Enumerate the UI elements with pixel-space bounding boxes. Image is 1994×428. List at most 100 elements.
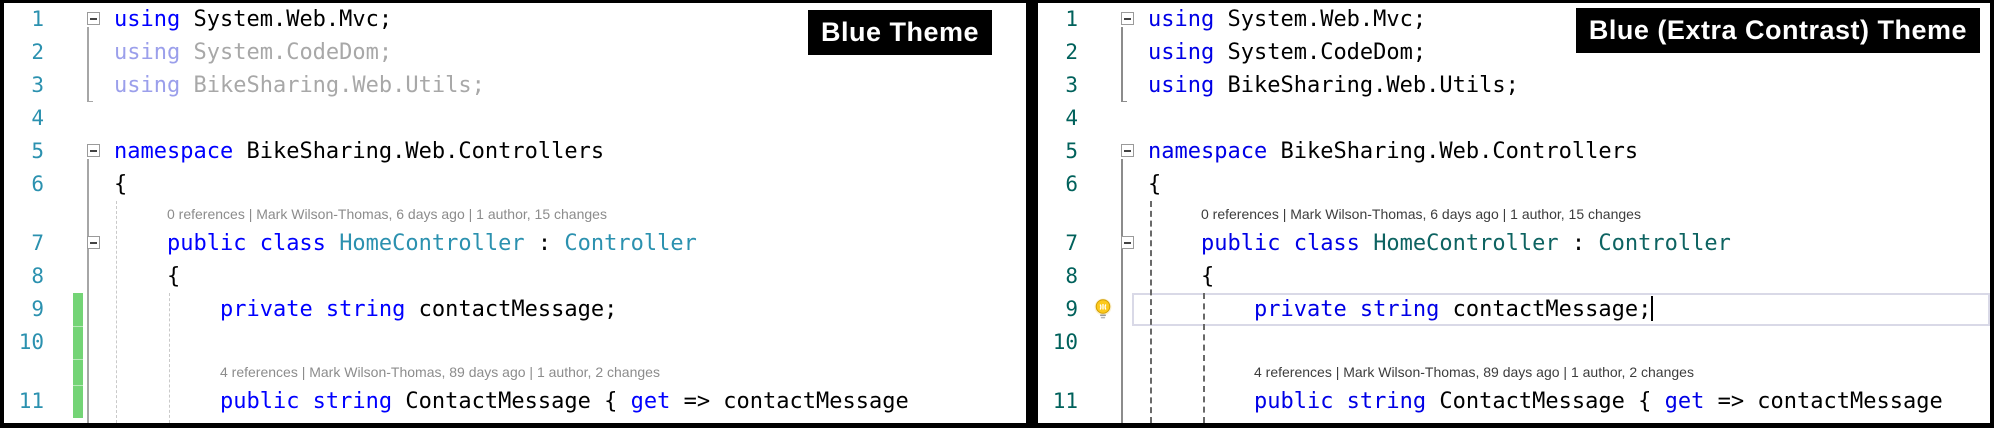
line-number: 1 (1065, 7, 1078, 31)
collapse-toggle-icon[interactable] (1121, 236, 1134, 249)
code-text[interactable]: using System.CodeDom; (106, 36, 1026, 69)
line-number: 6 (31, 172, 44, 196)
code-token: : (524, 231, 565, 256)
code-token: private string (219, 297, 406, 322)
collapse-toggle-icon[interactable] (87, 236, 100, 249)
code-line: 7 public class HomeController : Controll… (4, 227, 1026, 260)
code-text[interactable] (106, 326, 1026, 359)
glyph-margin (50, 69, 84, 102)
code-token: public string (219, 389, 393, 414)
codelens-info[interactable]: 0 references | Mark Wilson-Thomas, 6 day… (1201, 206, 1641, 222)
code-token: HomeController (339, 231, 525, 256)
collapse-toggle-icon[interactable] (87, 12, 100, 25)
code-text[interactable]: private string contactMessage; (106, 293, 1026, 326)
code-token: namespace (114, 139, 234, 164)
code-text[interactable]: using System.CodeDom; (1140, 36, 1990, 69)
code-token: BikeSharing.Web.Controllers (233, 139, 605, 164)
code-token: : (1558, 231, 1599, 256)
code-line: 7 public class HomeController : Controll… (1038, 227, 1990, 260)
code-line: 9 private string contactMessage; (4, 293, 1026, 326)
code-text[interactable]: { (106, 168, 1026, 201)
line-number: 4 (1065, 106, 1078, 130)
codelens-row: 4 references | Mark Wilson-Thomas, 89 da… (4, 359, 1026, 385)
code-line: 11 public string ContactMessage { get =>… (4, 385, 1026, 418)
code-token: Controller (1598, 231, 1731, 256)
line-number: 1 (31, 7, 44, 31)
line-number: 7 (31, 231, 44, 255)
code-text[interactable]: public string ContactMessage { get => co… (106, 385, 1026, 418)
line-number: 4 (31, 106, 44, 130)
code-text[interactable]: public class HomeController : Controller (106, 227, 1026, 260)
collapse-toggle-icon[interactable] (87, 144, 100, 157)
codelens-info[interactable]: 4 references | Mark Wilson-Thomas, 89 da… (220, 364, 660, 380)
line-number: 11 (1052, 389, 1078, 413)
code-text[interactable]: private string contactMessage; (1140, 293, 1990, 326)
code-token: BikeSharing.Web.Utils; (180, 73, 485, 98)
code-token: HomeController (1373, 231, 1559, 256)
code-line: 6{ (4, 168, 1026, 201)
line-number: 10 (1052, 330, 1078, 354)
code-line: 3 using BikeSharing.Web.Utils; (4, 69, 1026, 102)
code-token: { (1148, 264, 1215, 289)
code-token: using (1148, 40, 1215, 65)
code-line: 1 using System.Web.Mvc; (4, 3, 1026, 36)
collapse-toggle-icon[interactable] (1121, 144, 1134, 157)
code-text[interactable]: namespace BikeSharing.Web.Controllers (106, 135, 1026, 168)
code-token: System.Web.Mvc; (180, 7, 393, 32)
code-text[interactable]: using BikeSharing.Web.Utils; (1140, 69, 1990, 102)
outlining-margin (1118, 135, 1140, 168)
code-token (114, 231, 167, 256)
current-line-highlight (1132, 293, 1990, 326)
glyph-margin (1084, 69, 1118, 102)
fold-region-line-foot (1121, 100, 1127, 102)
code-token: get (1664, 389, 1705, 414)
code-token (114, 389, 220, 414)
collapse-toggle-icon[interactable] (1121, 12, 1134, 25)
code-text[interactable]: { (1140, 168, 1990, 201)
glyph-margin (1084, 36, 1118, 69)
code-token: using (1148, 7, 1215, 32)
line-number: 3 (1065, 73, 1078, 97)
line-number (1038, 359, 1084, 385)
code-text[interactable]: using System.Web.Mvc; (106, 3, 1026, 36)
code-token (1148, 231, 1201, 256)
code-token (1360, 231, 1373, 256)
code-text[interactable]: public class HomeController : Controller (1140, 227, 1990, 260)
code-line: 11 public string ContactMessage { get =>… (1038, 385, 1990, 418)
glyph-margin (50, 385, 84, 418)
change-tracking-bar (73, 359, 83, 385)
outlining-margin (1118, 227, 1140, 260)
code-line: 9 private string contactMessage; (1038, 293, 1990, 326)
line-number: 2 (1065, 40, 1078, 64)
code-line: 10 (4, 326, 1026, 359)
glyph-margin (50, 3, 84, 36)
code-text[interactable] (1140, 102, 1990, 135)
code-text[interactable]: using BikeSharing.Web.Utils; (106, 69, 1026, 102)
code-token: contactMessage; (1439, 297, 1652, 322)
indent-guide (1203, 293, 1205, 423)
lightbulb-icon[interactable] (1092, 298, 1114, 332)
code-text[interactable] (1140, 326, 1990, 359)
code-line: 2 using System.CodeDom; (1038, 36, 1990, 69)
code-text[interactable]: { (1140, 260, 1990, 293)
line-number: 2 (31, 40, 44, 64)
code-token: => contactMessage (1704, 389, 1943, 414)
code-text[interactable] (106, 102, 1026, 135)
glyph-margin (1084, 135, 1118, 168)
code-token: BikeSharing.Web.Utils; (1214, 73, 1519, 98)
outlining-margin (1118, 102, 1140, 135)
codelens-info[interactable]: 0 references | Mark Wilson-Thomas, 6 day… (167, 206, 607, 222)
code-token: contactMessage; (405, 297, 618, 322)
code-line: 4 (4, 102, 1026, 135)
code-text[interactable]: { (106, 260, 1026, 293)
glyph-margin (1084, 3, 1118, 36)
code-text[interactable]: using System.Web.Mvc; (1140, 3, 1990, 36)
code-line: 10 (1038, 326, 1990, 359)
line-number: 3 (31, 73, 44, 97)
code-text[interactable]: namespace BikeSharing.Web.Controllers (1140, 135, 1990, 168)
code-text[interactable]: public string ContactMessage { get => co… (1140, 385, 1990, 418)
fold-region-line-foot (87, 100, 93, 102)
codelens-info[interactable]: 4 references | Mark Wilson-Thomas, 89 da… (1254, 364, 1694, 380)
indent-guide (1150, 201, 1152, 423)
